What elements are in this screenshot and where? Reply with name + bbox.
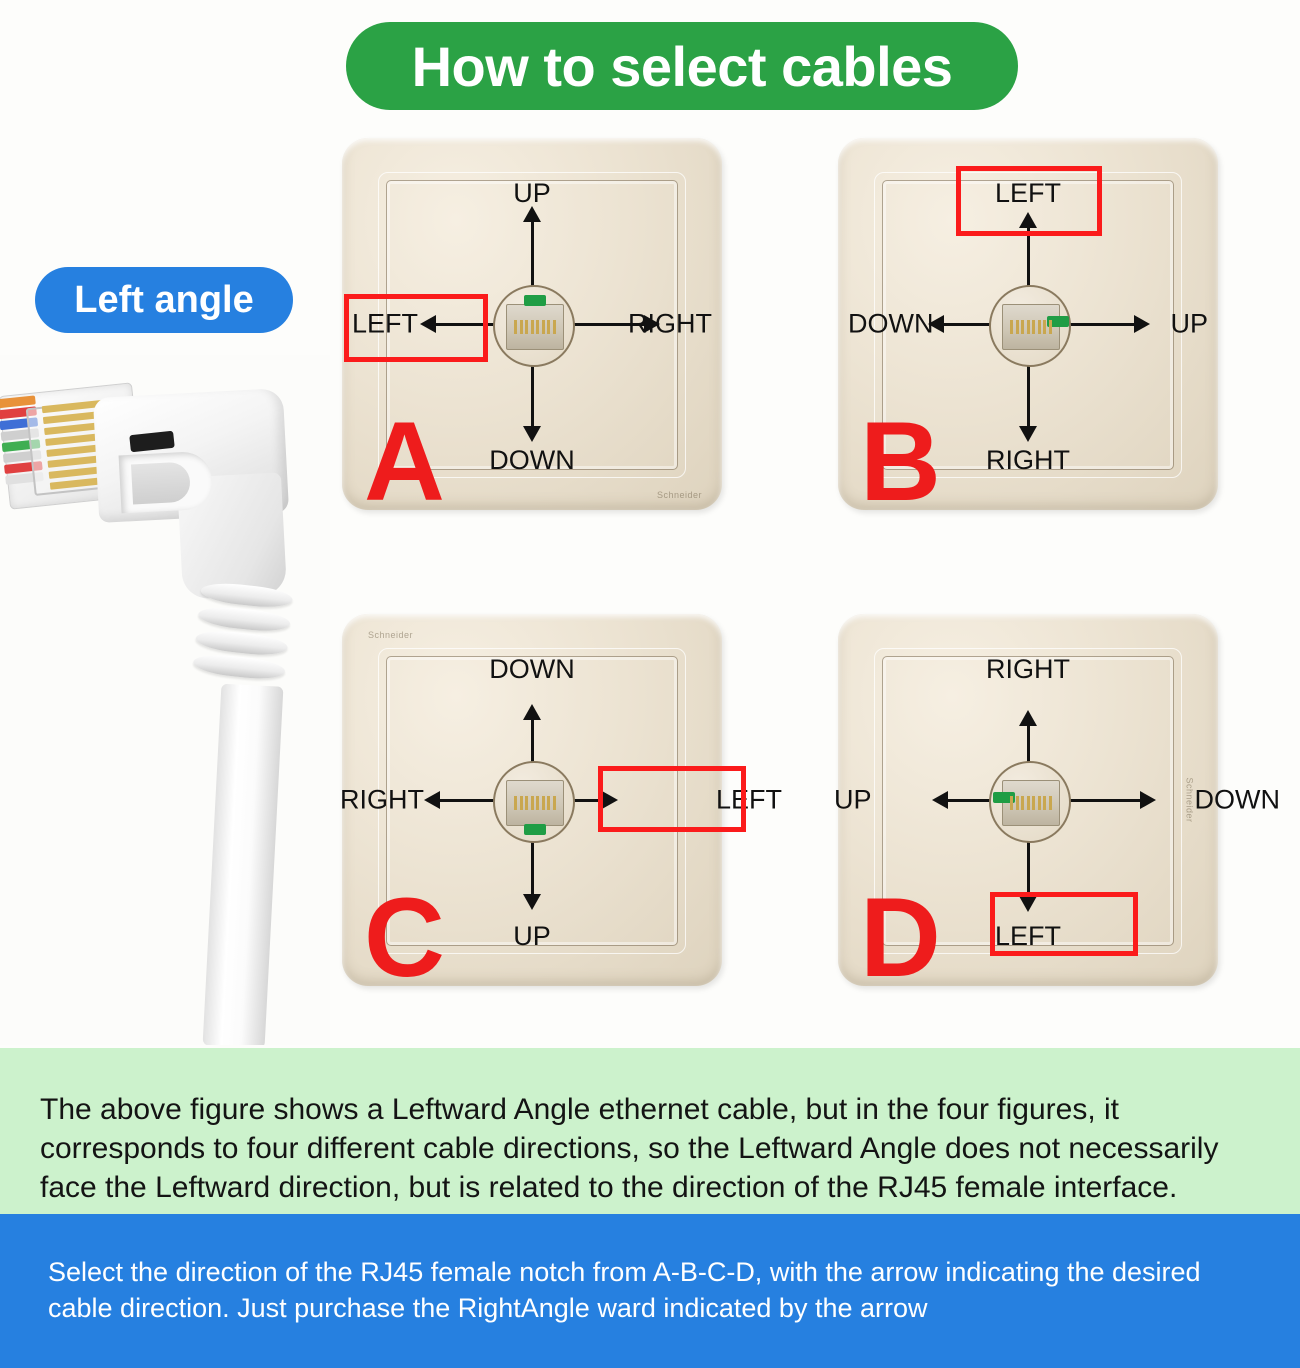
left-angle-badge: Left angle [35,267,293,333]
rj45-contacts [1010,320,1052,334]
arrow-shaft-left [438,798,532,802]
panel-b-label-left: DOWN [848,308,934,339]
arrow-shaft-left [942,322,1028,326]
rj45-notch-icon [1047,316,1069,327]
arrow-head-right [1134,315,1150,333]
plate-bevel [378,172,686,478]
rj45-socket-circle [989,285,1071,367]
panel-d-letter: D [860,875,941,1000]
arrow-head-right [1140,791,1156,809]
arrow-head-up [523,704,541,720]
wall-plate-c[interactable]: Schneider DOWN UP RIGHT LEFT C [340,614,782,994]
arrow-head-up [1019,710,1037,726]
arrow-shaft-right [564,322,646,326]
panel-c-letter: C [364,875,445,1000]
panel-a-label-top: UP [513,178,551,208]
rj45-socket-circle [493,761,575,843]
arrow-shaft-right [564,798,604,802]
strain-relief-boot [191,580,294,699]
panel-a-label-right: RIGHT [628,308,712,339]
panel-d-label-bottom: LEFT [994,921,1062,951]
panel-c-label-top: DOWN [489,654,575,684]
hood-hole [130,461,192,505]
arrow-shaft-up [530,220,534,320]
note-blue-block: Select the direction of the RJ45 female … [0,1214,1300,1368]
panel-b-label-right: UP [1170,308,1208,339]
panel-d-label-top: RIGHT [986,654,1070,684]
rj45-contacts [1010,796,1052,810]
note-green-text: The above figure shows a Leftward Angle … [40,1093,1219,1204]
panel-a-label-left: LEFT [352,308,419,339]
arrow-head-left [420,315,436,333]
plate-bevel [378,648,686,954]
title-badge: How to select cables [346,22,1018,110]
arrow-shaft-up [530,718,534,798]
arrow-shaft-down [530,338,534,430]
panel-c-label-left: RIGHT [340,784,424,815]
panel-b-letter: B [860,399,941,524]
rj45-notch-icon [524,824,546,835]
note-green-block: The above figure shows a Leftward Angle … [0,1048,1300,1214]
panel-b-label-top: LEFT [994,178,1062,208]
plate-bevel [874,172,1182,478]
panel-d-label-left: UP [834,784,872,815]
arrow-head-left [928,315,944,333]
panel-a-label-bottom: DOWN [489,445,575,475]
panel-b-highlight-box [956,166,1102,236]
panel-c-highlight-box [598,766,746,832]
arrow-shaft-up [1026,226,1030,322]
wall-plate-b[interactable]: LEFT RIGHT DOWN UP B [838,138,1218,518]
rj45-notch-icon [993,792,1015,803]
plate-inner-frame [882,656,1174,946]
wall-plate-d[interactable]: Schneider RIGHT LEFT UP DOWN D [834,614,1280,994]
plate-inner-frame [386,180,678,470]
panel-c-label-right: LEFT [715,784,782,815]
panel-a-highlight-box [344,294,488,362]
arrow-head-left [424,791,440,809]
rj45-female-jack [506,295,564,350]
arrow-shaft-right [1060,322,1136,326]
rj45-female-jack [1002,304,1069,350]
rj45-female-jack [993,780,1060,826]
arrow-head-right [644,315,660,333]
arrow-shaft-down [530,814,534,898]
panel-a-letter: A [364,399,445,524]
arrow-head-up [1019,212,1037,228]
arrow-head-down [523,894,541,910]
rj45-contacts [514,796,556,810]
arrow-shaft-down [1026,338,1030,430]
arrow-head-left [932,791,948,809]
plate-brandmark: Schneider [1184,777,1195,823]
rj45-socket-circle [493,285,575,367]
arrow-head-down [523,426,541,442]
panel-c-label-bottom: UP [513,921,551,951]
plate-inner-frame [882,180,1174,470]
arrow-shaft-down [1026,814,1030,900]
plate-brandmark: Schneider [656,490,702,500]
left-angle-badge-label: Left angle [74,278,254,321]
rj45-notch-icon [524,295,546,306]
arrow-head-down [1019,896,1037,912]
arrow-head-down [1019,426,1037,442]
plate-inner-frame [386,656,678,946]
note-blue-text: Select the direction of the RJ45 female … [48,1257,1201,1323]
plate-brandmark: Schneider [368,630,414,640]
arrow-head-right [602,791,618,809]
arrow-head-up [523,206,541,222]
arrow-shaft-right [1060,798,1142,802]
title-badge-label: How to select cables [411,34,953,98]
rj45-socket-circle [989,761,1071,843]
panel-d-highlight-box [990,892,1138,956]
panel-d-label-right: DOWN [1194,784,1280,815]
panel-b-label-bottom: RIGHT [986,445,1070,475]
cable-product-photo [0,355,330,1045]
wall-plate-a[interactable]: Schneider UP DOWN LEFT RIGHT A [342,138,722,518]
rj45-contacts [514,320,556,334]
rj45-female-jack [506,780,564,835]
arrow-shaft-left [946,798,1028,802]
